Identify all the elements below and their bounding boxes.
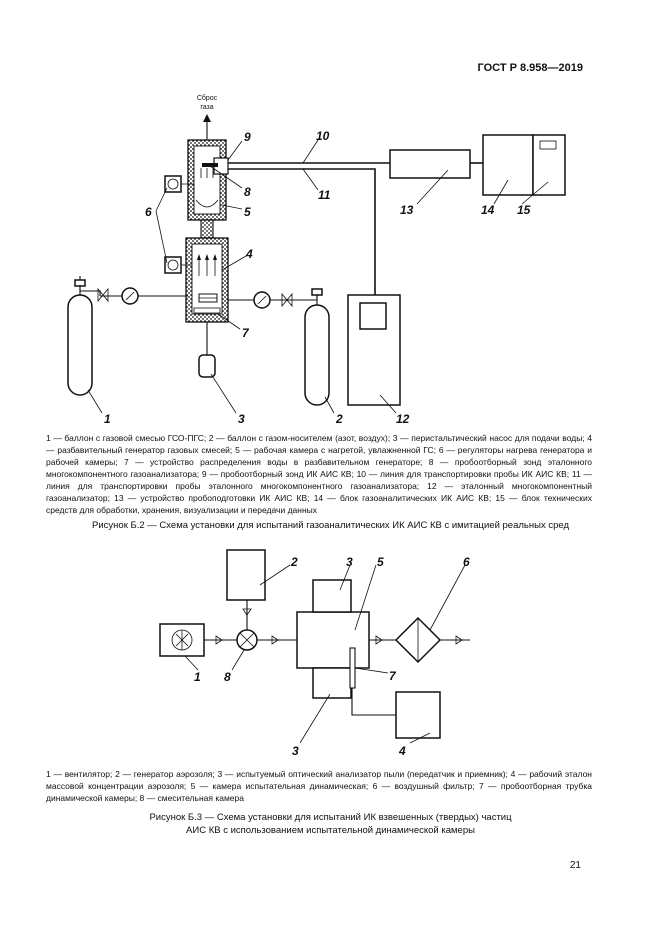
- page-number: 21: [569, 860, 581, 871]
- callout-13: 13: [400, 203, 414, 217]
- sampling-tube: [349, 647, 356, 689]
- figure-b3-legend: 1 — вентилятор; 2 — генератор аэрозоля; …: [46, 769, 592, 803]
- callout-b3-4: 4: [398, 744, 406, 758]
- peristaltic-pump: [198, 354, 216, 378]
- sample-preparation-device: [389, 149, 471, 179]
- callout-14: 14: [481, 203, 495, 217]
- vent-label-2: газа: [200, 104, 213, 111]
- callout-11: 11: [318, 188, 331, 202]
- data-processing-block: [532, 134, 566, 196]
- callout-b3-3-top: 3: [346, 555, 353, 569]
- callout-b3-2: 2: [290, 555, 298, 569]
- callout-b3-1: 1: [194, 670, 201, 684]
- valve-left: [97, 287, 109, 303]
- vent-label-1: Сброс: [197, 94, 218, 102]
- figure-b2-caption: Рисунок Б.2 — Схема установки для испыта…: [92, 520, 569, 531]
- callout-b3-7: 7: [389, 669, 397, 683]
- callout-6: 6: [145, 205, 152, 219]
- figure-b3-caption-2: АИС КВ с использованием испытательной ди…: [186, 825, 475, 836]
- callout-7: 7: [242, 326, 250, 340]
- aerosol-generator: [226, 549, 266, 601]
- valve-right: [281, 292, 293, 308]
- callout-b3-5: 5: [377, 555, 384, 569]
- callout-2: 2: [335, 412, 343, 426]
- callout-15: 15: [517, 203, 531, 217]
- analyzer-transmitter: [312, 579, 352, 613]
- callout-10: 10: [316, 129, 330, 143]
- callout-b3-3-bottom: 3: [292, 744, 299, 758]
- callout-9: 9: [244, 130, 251, 144]
- callout-3: 3: [238, 412, 245, 426]
- working-chamber: [187, 139, 227, 221]
- figure-b2-legend: 1 — баллон с газовой смесью ГСО-ПГС; 2 —…: [46, 433, 592, 515]
- gas-mixture-cylinder: [67, 276, 93, 396]
- dilution-generator: [185, 237, 229, 323]
- figure-b3-caption-1: Рисунок Б.3 — Схема установки для испыта…: [149, 812, 512, 823]
- analyzer-receiver: [312, 667, 352, 699]
- callout-8: 8: [244, 185, 251, 199]
- sample-line-11: [228, 168, 376, 295]
- callout-b3-8: 8: [224, 670, 231, 684]
- probe-8: [202, 163, 218, 167]
- standard-number: ГОСТ Р 8.958—2019: [477, 62, 583, 74]
- callout-b3-6: 6: [463, 555, 470, 569]
- callout-5: 5: [244, 205, 251, 219]
- callout-4: 4: [245, 247, 253, 261]
- vent-arrow-head: [203, 114, 211, 122]
- callout-1: 1: [104, 412, 111, 426]
- reference-aerosol-meter: [395, 691, 441, 739]
- callout-12: 12: [396, 412, 410, 426]
